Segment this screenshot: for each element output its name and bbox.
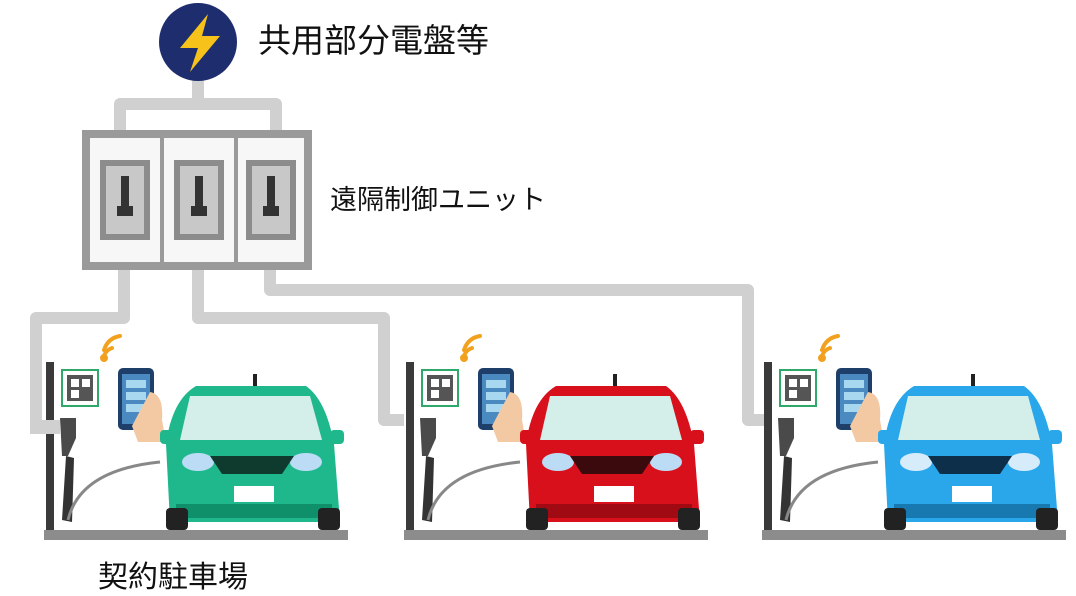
qr-code-icon — [421, 369, 459, 407]
breaker-unit — [82, 130, 312, 270]
car-blue — [878, 374, 1062, 530]
wifi-signal-icon — [818, 334, 840, 362]
breaker-switch-3 — [246, 160, 296, 240]
charging-connector — [420, 418, 521, 522]
wifi-signal-icon — [460, 334, 482, 362]
car-red — [520, 374, 704, 530]
parking-bay-3 — [762, 334, 1066, 540]
breaker-switch-2 — [174, 160, 224, 240]
parking-bay-2 — [404, 334, 708, 540]
charging-connector — [60, 418, 161, 522]
breaker-switch-1 — [100, 160, 150, 240]
parking-label: 契約駐車場 — [98, 560, 248, 595]
charging-connector — [778, 418, 879, 522]
panel-label: 共用部分電盤等 — [258, 21, 489, 60]
qr-code-icon — [61, 369, 99, 407]
supply-cables — [30, 78, 764, 426]
parking-bay-1 — [30, 334, 348, 540]
power-icon — [159, 3, 237, 81]
car-green — [160, 374, 344, 530]
smartphone-icon — [478, 368, 526, 442]
wifi-signal-icon — [100, 334, 122, 362]
smartphone-icon — [118, 368, 166, 442]
qr-code-icon — [779, 369, 817, 407]
remote-unit-label: 遠隔制御ユニット — [330, 185, 546, 216]
smartphone-icon — [836, 368, 884, 442]
